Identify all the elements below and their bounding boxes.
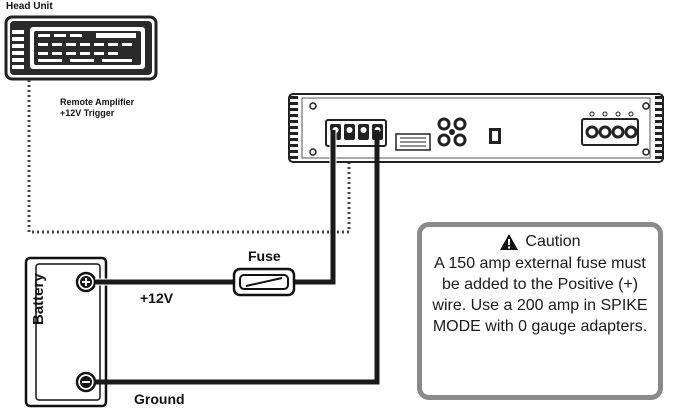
remote-trigger-wire xyxy=(27,80,351,234)
battery xyxy=(24,256,108,408)
caution-box: Caution A 150 amp external fuse must be … xyxy=(417,222,663,400)
caution-text: A 150 amp external fuse must be added to… xyxy=(432,255,648,335)
remote-trigger-line2: +12V Trigger xyxy=(60,108,115,118)
warning-triangle-icon xyxy=(500,233,519,250)
fuse-label: Fuse xyxy=(248,248,281,264)
head-unit-title: Head Unit xyxy=(6,1,53,12)
ground-wire xyxy=(95,130,380,385)
amplifier xyxy=(288,93,664,163)
caution-header: Caution xyxy=(422,231,658,252)
caution-title: Caution xyxy=(525,233,581,250)
positive-wire-label: +12V xyxy=(140,290,174,306)
fuse-icon xyxy=(232,267,296,297)
ground-wire-label: Ground xyxy=(134,391,185,407)
battery-label: Battery xyxy=(30,273,47,325)
head-unit xyxy=(4,15,158,81)
remote-trigger-line1: Remote Amplifier xyxy=(60,97,135,107)
battery-positive-terminal xyxy=(75,271,97,293)
battery-negative-terminal xyxy=(75,371,97,393)
remote-trigger-label: Remote Amplifier +12V Trigger xyxy=(60,97,134,119)
